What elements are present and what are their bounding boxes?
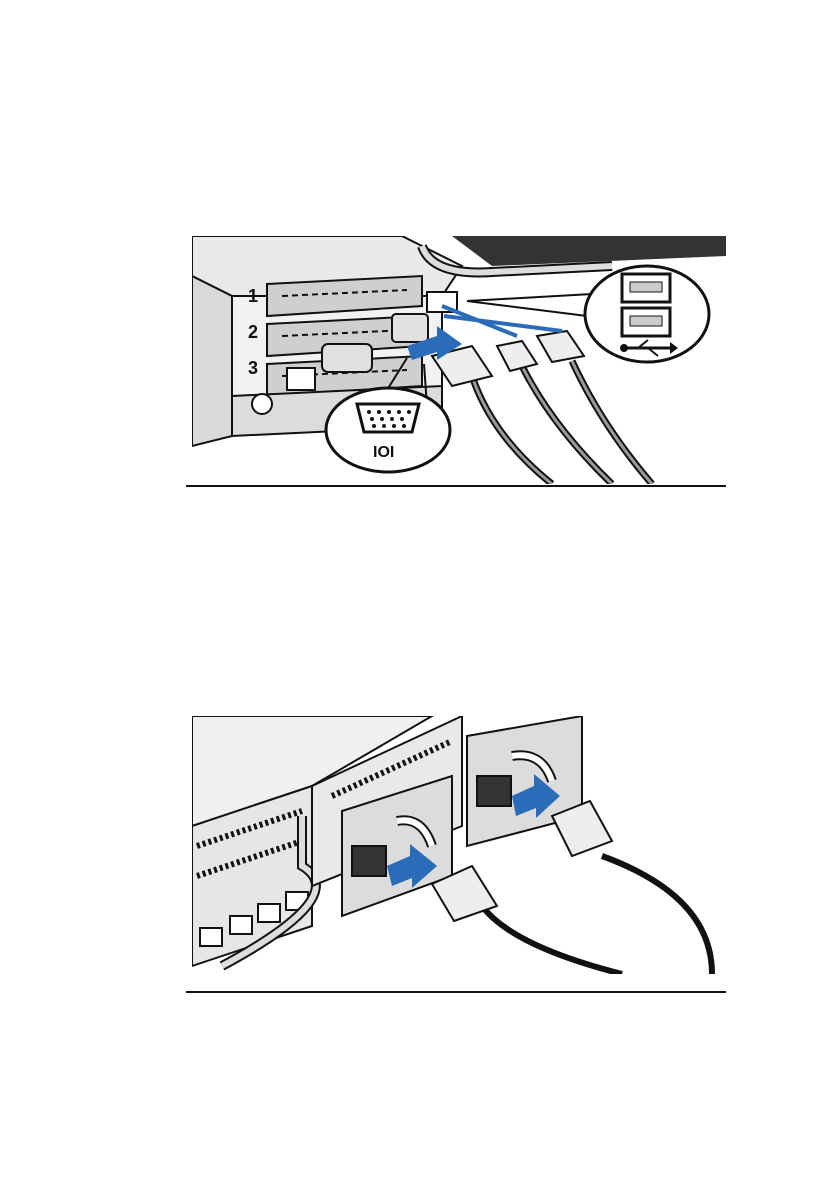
figure-connect-power (192, 716, 726, 974)
peripherals-illustration: 1 2 3 (192, 236, 726, 484)
vga-connector-icon (392, 314, 428, 342)
slot-label-3: 3 (248, 358, 258, 378)
ethernet-port-icon (287, 368, 315, 390)
psu-1-socket (352, 846, 386, 876)
psu-2-socket (477, 776, 511, 806)
figure1-divider (186, 485, 726, 487)
serial-port-icon (322, 344, 372, 372)
vga-label: IOI (373, 444, 394, 461)
power-illustration (192, 716, 726, 974)
vga-port-icon (357, 404, 419, 432)
slot-label-1: 1 (248, 286, 258, 306)
slot-label-2: 2 (248, 322, 258, 342)
figure-connect-peripherals: 1 2 3 (192, 236, 726, 484)
figure2-divider (186, 991, 726, 993)
power-connector-icon (252, 394, 272, 414)
